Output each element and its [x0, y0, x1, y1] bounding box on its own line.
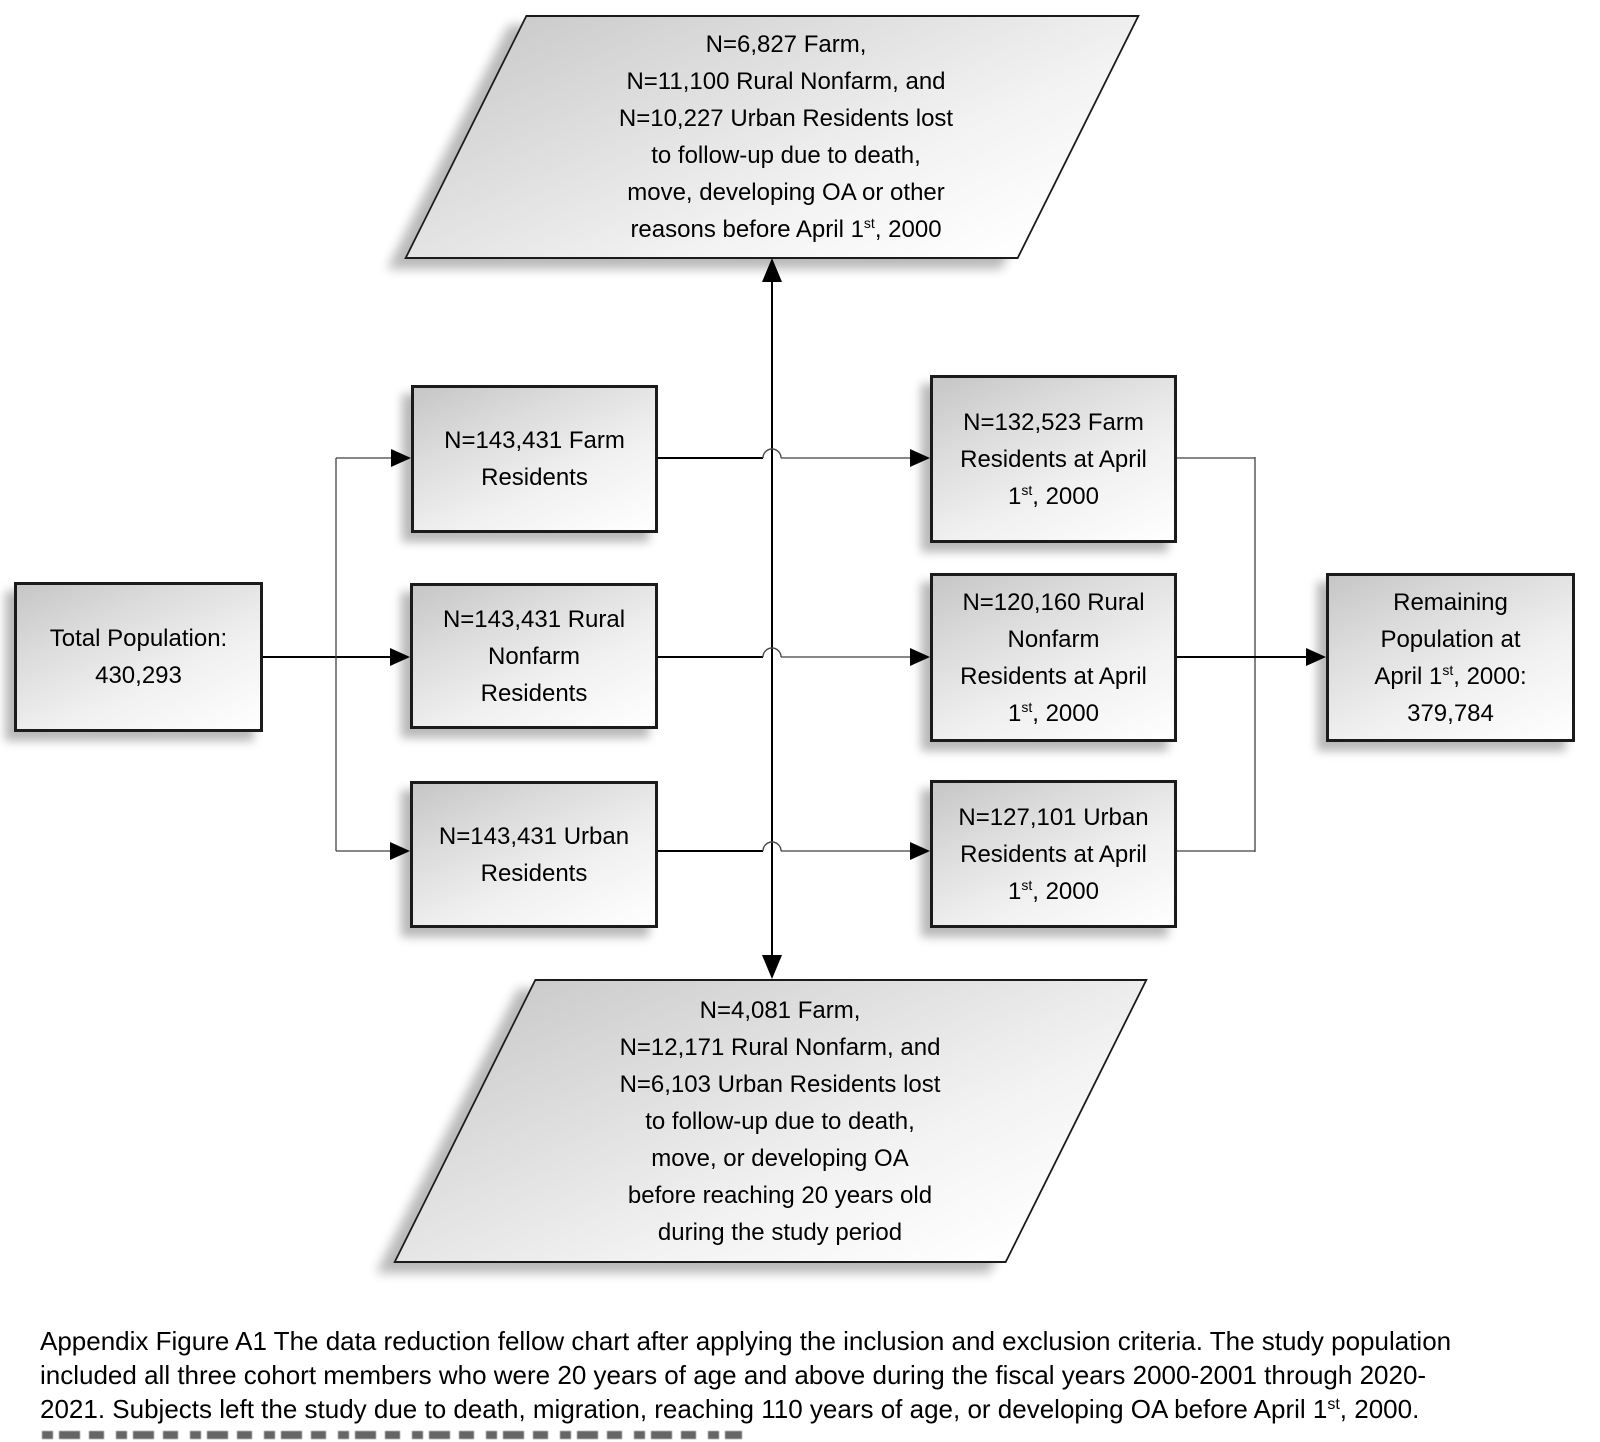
ordinal-superscript: st: [1021, 698, 1033, 715]
box-line: N=127,101 Urban: [958, 803, 1149, 831]
wire-total-to-cohorts: [263, 449, 411, 860]
date-text: April 1: [1374, 662, 1443, 690]
exclusion-bottom-line: move, or developing OA: [651, 1144, 909, 1172]
box-line: Residents: [480, 859, 588, 887]
wire-urban-row: [658, 841, 930, 860]
date-text: , 2000: [1032, 877, 1099, 905]
box-line: Nonfarm: [487, 642, 581, 670]
ordinal-superscript: st: [1021, 876, 1033, 893]
cutoff-text-strip: [42, 1431, 742, 1439]
exclusion-top-line: to follow-up due to death,: [651, 142, 921, 169]
box-date-line: 1st, 2000: [1008, 695, 1099, 732]
exclusion-top-date-line: reasons before April 1st, 2000: [630, 211, 941, 248]
box-line: N=120,160 Rural: [962, 588, 1145, 616]
box-date-line: April 1st, 2000:: [1374, 658, 1526, 695]
box-line: N=132,523 Farm: [963, 408, 1144, 436]
date-text: 1: [1008, 877, 1022, 905]
exclusion-top-line: move, developing OA or other: [627, 179, 945, 206]
remaining-population-box: Remaining Population at April 1st, 2000:…: [1326, 573, 1575, 742]
ordinal-superscript: st: [863, 215, 875, 231]
ordinal-superscript: st: [1021, 481, 1033, 498]
exclusion-bottom-line: N=4,081 Farm,: [699, 996, 861, 1024]
wire-collector-to-remaining: [1177, 457, 1326, 852]
exclusion-top-line: N=6,827 Farm,: [705, 31, 867, 58]
ordinal-superscript: st: [1327, 1396, 1340, 1413]
exclusion-bottom-line: to follow-up due to death,: [645, 1107, 915, 1135]
caption-line: Appendix Figure A1 The data reduction fe…: [40, 1326, 1452, 1356]
box-line: Residents: [481, 464, 588, 491]
box-line: Residents at April: [960, 840, 1147, 868]
box-line: Residents: [480, 679, 588, 707]
date-text: 1: [1008, 482, 1022, 510]
total-population-box: Total Population: 430,293: [14, 582, 263, 732]
urban-at-april-box: N=127,101 Urban Residents at April 1st, …: [930, 780, 1177, 928]
date-text: , 2000: [1032, 699, 1099, 727]
exclusion-top-line: N=10,227 Urban Residents lost: [618, 105, 954, 132]
center-exclusion-arrow: [762, 258, 782, 979]
box-line: Total Population:: [49, 625, 228, 652]
rural-nonfarm-cohort-box: N=143,431 Rural Nonfarm Residents: [410, 583, 658, 729]
exclusion-bottom-text: N=4,081 Farm, N=12,171 Rural Nonfarm, an…: [430, 979, 1130, 1263]
box-line: Population at: [1380, 625, 1521, 653]
box-line: Nonfarm: [1007, 625, 1100, 653]
ordinal-superscript: st: [1442, 661, 1454, 678]
box-line: N=143,431 Urban: [438, 822, 630, 850]
date-text: , 2000: [874, 216, 942, 243]
caption-text: , 2000.: [1339, 1394, 1420, 1424]
farm-cohort-box: N=143,431 Farm Residents: [411, 385, 658, 533]
box-line: Residents at April: [960, 662, 1147, 690]
box-date-line: 1st, 2000: [1008, 873, 1099, 910]
date-text: , 2000:: [1453, 662, 1527, 690]
box-line: 379,784: [1407, 699, 1494, 727]
urban-cohort-box: N=143,431 Urban Residents: [410, 781, 658, 928]
farm-at-april-box: N=132,523 Farm Residents at April 1st, 2…: [930, 375, 1177, 543]
caption-line: included all three cohort members who we…: [40, 1360, 1427, 1390]
date-text: , 2000: [1032, 482, 1099, 510]
exclusion-bottom-line: N=6,103 Urban Residents lost: [619, 1070, 941, 1098]
exclusion-top-line: N=11,100 Rural Nonfarm, and: [626, 68, 946, 95]
box-line: Residents at April: [960, 445, 1147, 473]
wire-rural-row: [658, 647, 930, 666]
exclusion-bottom-line: during the study period: [657, 1218, 903, 1246]
exclusion-bottom-line: N=12,171 Rural Nonfarm, and: [619, 1033, 941, 1061]
box-date-line: 1st, 2000: [1008, 478, 1099, 515]
caption-text: 2021. Subjects left the study due to dea…: [40, 1394, 1328, 1424]
rural-nonfarm-at-april-box: N=120,160 Rural Nonfarm Residents at Apr…: [930, 573, 1177, 742]
figure-caption: Appendix Figure A1 The data reduction fe…: [40, 1324, 1585, 1426]
date-text: 1: [1008, 699, 1022, 727]
wire-farm-row: [658, 448, 930, 467]
box-line: N=143,431 Rural: [442, 605, 626, 633]
caption-line: 2021. Subjects left the study due to dea…: [40, 1392, 1585, 1426]
box-line: 430,293: [95, 662, 182, 689]
exclusion-top-text: N=6,827 Farm, N=11,100 Rural Nonfarm, an…: [436, 15, 1136, 259]
box-line: Remaining: [1393, 588, 1508, 616]
box-line: N=143,431 Farm: [444, 427, 625, 454]
exclusion-bottom-line: before reaching 20 years old: [627, 1181, 933, 1209]
date-text: reasons before April 1: [630, 216, 864, 243]
